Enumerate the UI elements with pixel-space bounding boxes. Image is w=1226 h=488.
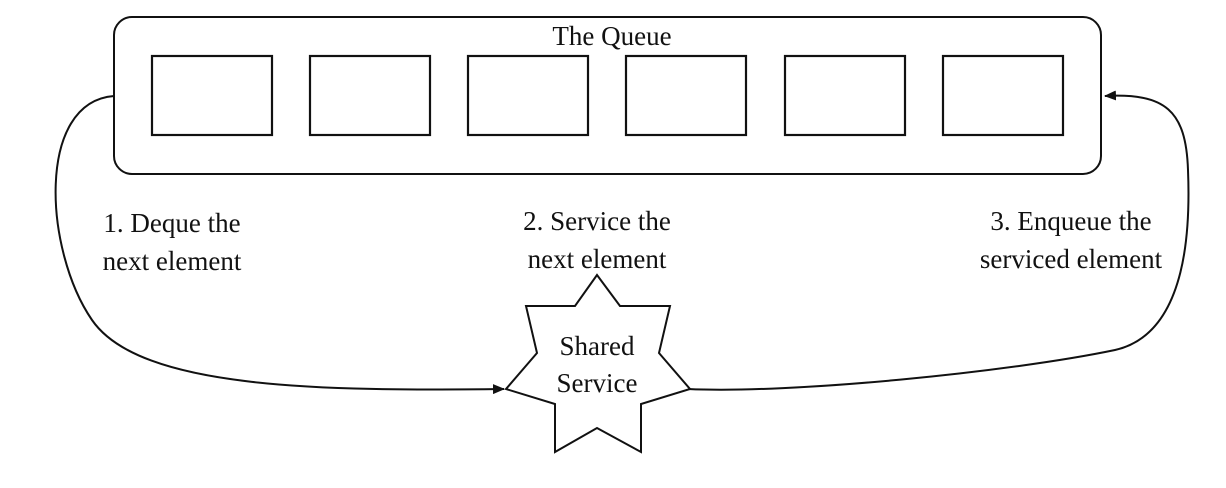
queue-slots <box>150 54 1065 137</box>
enqueue-arrow <box>687 90 1190 391</box>
step-2-line2: next element <box>528 244 667 274</box>
step-label-dequeue: 1. Deque the next element <box>103 208 242 276</box>
queue-slot <box>941 54 1065 137</box>
queue-slot <box>466 54 590 137</box>
step-1-line2: next element <box>103 246 242 276</box>
queue-slot <box>150 54 274 137</box>
step-3-line1: 3. Enqueue the <box>990 206 1151 236</box>
queue-slot <box>783 54 907 137</box>
step-1-line1: 1. Deque the <box>103 208 240 238</box>
service-label-line1: Shared <box>560 331 635 361</box>
queue-title: The Queue <box>552 21 671 51</box>
queue-slot <box>624 54 748 137</box>
dequeue-arrow <box>54 95 505 395</box>
service-star-shape <box>504 273 692 454</box>
step-label-enqueue: 3. Enqueue the serviced element <box>980 206 1163 274</box>
step-2-line1: 2. Service the <box>523 206 671 236</box>
queue-slot <box>308 54 432 137</box>
queue-container: The Queue <box>113 16 1102 175</box>
step-3-line2: serviced element <box>980 244 1163 274</box>
step-label-service: 2. Service the next element <box>523 206 671 274</box>
service-label-line2: Service <box>557 368 638 398</box>
shared-service: Shared Service <box>504 273 692 454</box>
